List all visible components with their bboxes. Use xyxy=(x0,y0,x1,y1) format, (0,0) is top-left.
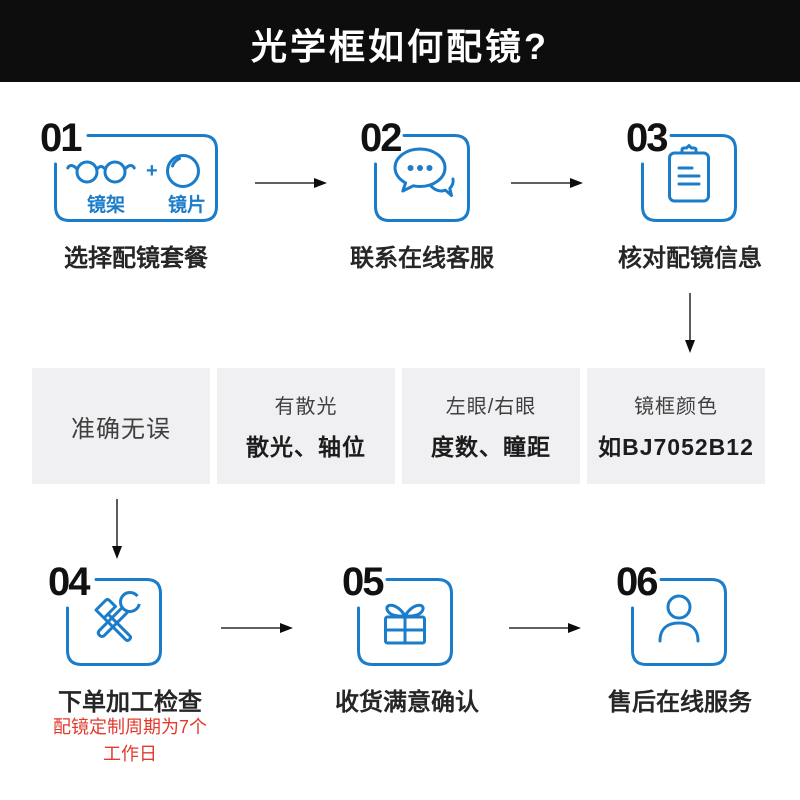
step-01-number: 01 xyxy=(40,116,82,160)
step-02-label: 联系在线客服 xyxy=(350,245,494,272)
step-03-label: 核对配镜信息 xyxy=(618,245,762,272)
step-03-number: 03 xyxy=(626,116,668,160)
gift-box-icon xyxy=(384,603,426,645)
plus-icon: + xyxy=(146,160,158,182)
step-06-number: 06 xyxy=(616,560,658,604)
person-icon xyxy=(658,594,700,643)
step-04-number: 04 xyxy=(48,560,90,604)
info-box-eyes: 左眼/右眼 度数、瞳距 xyxy=(402,368,580,484)
arrow-right-icon xyxy=(509,623,581,633)
step-05-number: 05 xyxy=(342,560,384,604)
arrow-right-icon xyxy=(221,623,293,633)
step-02-number: 02 xyxy=(360,116,402,160)
step-01-label: 选择配镜套餐 xyxy=(64,245,208,272)
note-line-2: 工作日 xyxy=(103,744,157,764)
arrow-right-icon xyxy=(511,178,583,188)
glasses-icon xyxy=(66,160,136,184)
frame-mini-label: 镜架 xyxy=(86,195,125,216)
step-03-frame-box xyxy=(641,134,737,222)
info-box-accurate: 准确无误 xyxy=(32,368,210,484)
step-05-frame-box xyxy=(357,578,453,666)
header-bar: 光学框如何配镜? xyxy=(0,0,800,82)
info-text: 镜框颜色 xyxy=(634,396,718,418)
info-text-bold: 如BJ7052B12 xyxy=(598,434,754,460)
arrow-down-icon xyxy=(112,499,122,559)
step-02-frame-box xyxy=(374,134,470,222)
chat-bubbles-icon xyxy=(393,147,455,197)
info-text: 左眼/右眼 xyxy=(445,396,537,418)
lens-icon xyxy=(166,154,200,188)
clipboard-icon xyxy=(668,144,710,203)
hammer-wrench-icon xyxy=(94,591,144,642)
info-text: 准确无误 xyxy=(71,415,171,443)
step-04-label: 下单加工检查 xyxy=(58,689,202,716)
info-box-astigmatism: 有散光 散光、轴位 xyxy=(217,368,395,484)
lens-mini-label: 镜片 xyxy=(167,195,206,216)
step-05-label: 收货满意确认 xyxy=(335,689,479,716)
arrow-down-icon xyxy=(685,293,695,353)
step-01-frame-box xyxy=(54,134,218,222)
info-box-frame-color: 镜框颜色 如BJ7052B12 xyxy=(587,368,765,484)
page-title: 光学框如何配镜? xyxy=(251,26,549,67)
step-06-frame-box xyxy=(631,578,727,666)
arrow-right-icon xyxy=(255,178,327,188)
customization-note: 配镜定制周期为7个 工作日 xyxy=(15,714,245,768)
step-06-label: 售后在线服务 xyxy=(608,689,752,716)
note-line-1: 配镜定制周期为7个 xyxy=(52,717,207,737)
info-text-bold: 度数、瞳距 xyxy=(431,434,551,460)
info-text-bold: 散光、轴位 xyxy=(246,434,366,460)
info-text: 有散光 xyxy=(274,396,338,418)
step-04-frame-box xyxy=(66,578,162,666)
